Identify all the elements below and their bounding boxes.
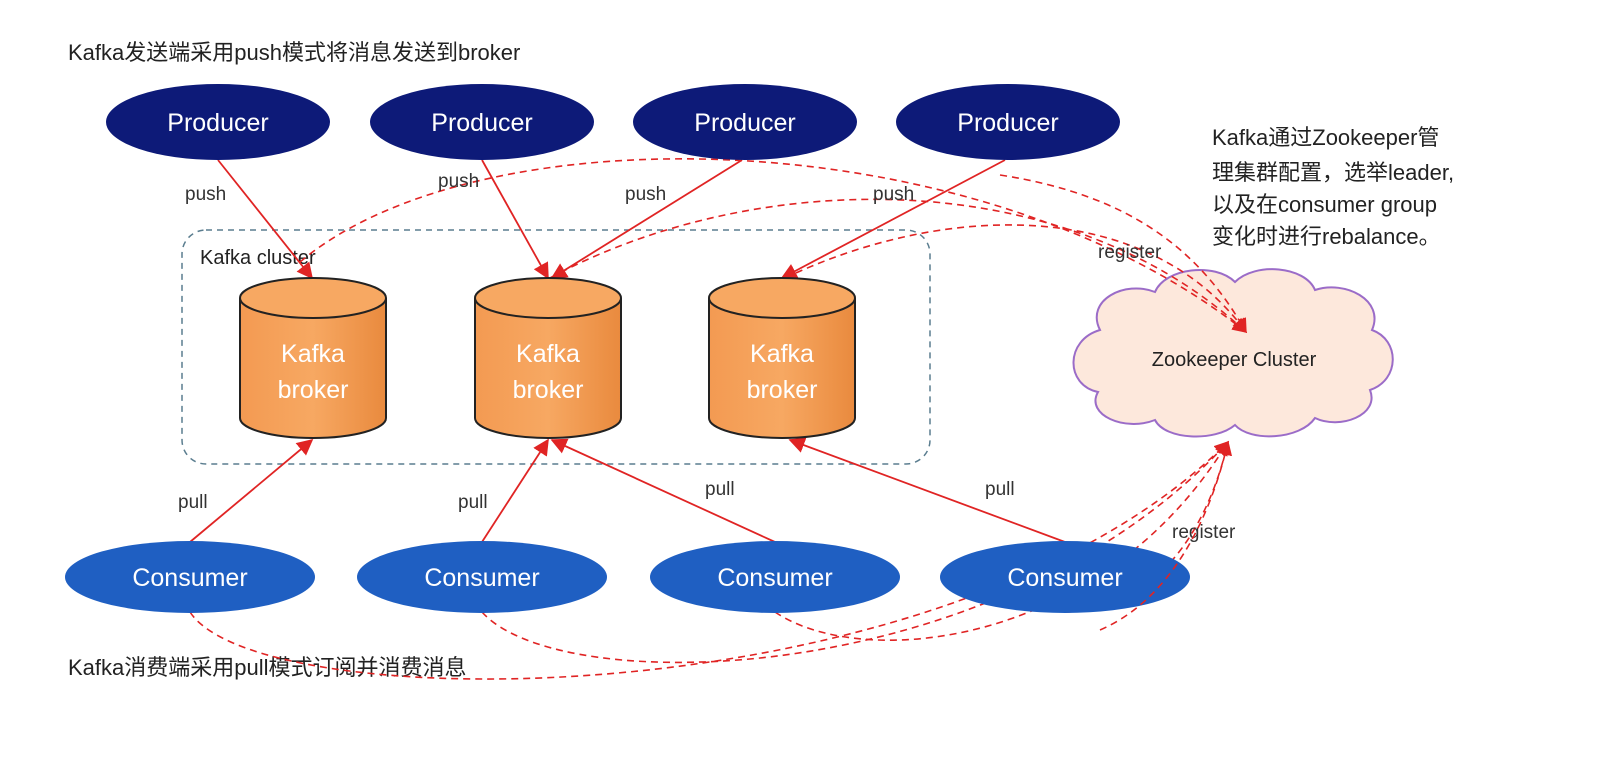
producer-label: Producer: [431, 109, 532, 137]
push-arrow: [550, 159, 743, 279]
pull-arrow: [788, 437, 1066, 543]
register-links-overlay: [1099, 441, 1229, 631]
producer-label: Producer: [957, 109, 1058, 137]
register-link: [784, 224, 1247, 334]
push-label: push: [873, 184, 914, 205]
push-arrow: [217, 159, 314, 280]
pull-label: pull: [458, 492, 488, 513]
consumer-node: Consumer: [940, 541, 1190, 613]
register-label-top: register: [1098, 242, 1162, 263]
push-label: push: [185, 184, 226, 205]
producer-label: Producer: [694, 109, 795, 137]
register-link: [774, 440, 1229, 641]
pull-arrow: [189, 438, 314, 543]
push-arrow: [780, 159, 1006, 279]
register-link: [481, 440, 1229, 664]
push-label: push: [438, 171, 479, 192]
producer-node: Producer: [896, 84, 1120, 160]
consumer-node: Consumer: [357, 541, 607, 613]
broker-label-line1: Kafka: [281, 340, 345, 368]
pull-label: pull: [705, 479, 735, 500]
kafka-broker-node: Kafka broker: [708, 277, 856, 439]
top-caption: Kafka发送端采用push模式将消息发送到broker: [68, 40, 520, 65]
kafka-cluster-boundary: [181, 229, 931, 465]
kafka-broker-node: Kafka broker: [239, 277, 387, 439]
producer-node: Producer: [106, 84, 330, 160]
kafka-broker-node: Kafka broker: [474, 277, 622, 439]
pull-label: pull: [985, 479, 1015, 500]
pull-arrow: [481, 438, 549, 543]
zk-note-line: 以及在consumer group: [1212, 192, 1437, 217]
push-arrows: [217, 159, 1006, 280]
register-label-bottom: register: [1172, 522, 1236, 543]
bottom-caption: Kafka消费端采用pull模式订阅并消费消息: [68, 655, 467, 680]
pull-label: pull: [178, 492, 208, 513]
zookeeper-cluster-cloud: Zookeeper Cluster: [1072, 268, 1394, 438]
zk-note-line: 变化时进行rebalance。: [1212, 224, 1441, 249]
broker-label-line2: broker: [278, 376, 349, 404]
pull-arrows: [189, 437, 1066, 543]
producer-label: Producer: [167, 109, 268, 137]
zk-note-line: 理集群配置，选举leader,: [1212, 160, 1454, 185]
consumer-label: Consumer: [424, 564, 539, 592]
consumer-label: Consumer: [132, 564, 247, 592]
register-link: [999, 174, 1247, 334]
pull-arrow: [550, 438, 776, 543]
kafka-cluster-label: Kafka cluster: [200, 247, 316, 269]
zk-note-line: Kafka通过Zookeeper管: [1212, 125, 1439, 150]
consumer-label: Consumer: [1007, 564, 1122, 592]
push-label: push: [625, 184, 666, 205]
producer-node: Producer: [370, 84, 594, 160]
broker-label-line2: broker: [513, 376, 584, 404]
broker-label-line1: Kafka: [516, 340, 580, 368]
broker-label-line1: Kafka: [750, 340, 814, 368]
consumer-node: Consumer: [65, 541, 315, 613]
producer-node: Producer: [633, 84, 857, 160]
push-arrow: [481, 159, 549, 280]
consumer-label: Consumer: [717, 564, 832, 592]
register-link: [549, 198, 1248, 333]
zookeeper-note: Kafka通过Zookeeper管 理集群配置，选举leader, 以及在con…: [1212, 125, 1454, 249]
zookeeper-label: Zookeeper Cluster: [1152, 349, 1317, 371]
broker-label-line2: broker: [747, 376, 818, 404]
consumer-node: Consumer: [650, 541, 900, 613]
